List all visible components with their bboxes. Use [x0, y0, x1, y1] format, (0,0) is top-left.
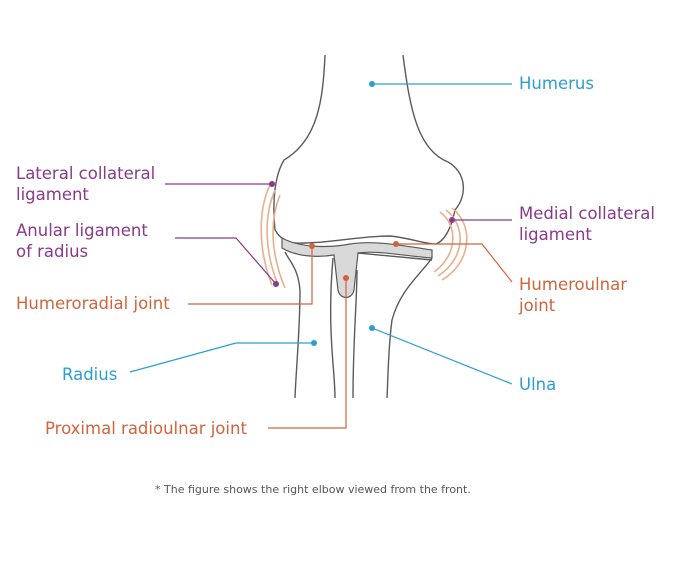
medial-collateral-dot	[449, 217, 455, 223]
humerus-dot	[369, 81, 375, 87]
ulna-bone	[352, 252, 433, 399]
humeroulnar-leader	[396, 243, 513, 283]
label-medial-collateral-line2: ligament	[519, 225, 592, 244]
label-lateral-collateral-ligament: Lateral collateral ligament	[16, 163, 155, 205]
label-anular-ligament: Anular ligament of radius	[16, 220, 148, 262]
label-humeroulnar-joint: Humeroulnar joint	[519, 274, 627, 316]
label-ulna: Ulna	[519, 375, 557, 394]
ulna-leader	[371, 327, 513, 385]
proximal-radioulnar-leader	[268, 278, 347, 429]
joint-cartilage	[281, 236, 433, 299]
label-humerus: Humerus	[519, 74, 594, 93]
lateral-collateral-dot	[269, 181, 275, 187]
radius-leader	[129, 342, 237, 373]
lateral-collateral-ligament	[260, 184, 286, 289]
label-anular-line2: of radius	[16, 242, 89, 261]
humerus-bone	[273, 54, 464, 231]
label-humeroulnar-line1: Humeroulnar	[519, 275, 627, 294]
ulna-dot	[369, 325, 375, 331]
radius-dot	[311, 340, 317, 346]
proximal-radioulnar-dot	[343, 275, 349, 281]
label-humeroulnar-line2: joint	[519, 296, 556, 315]
humeroradial-leader	[188, 246, 313, 305]
humeroradial-dot	[309, 243, 315, 249]
humeroulnar-dot	[393, 241, 399, 247]
label-medial-collateral-ligament: Medial collateral ligament	[519, 203, 655, 245]
label-radius: Radius	[62, 365, 118, 384]
label-humeroradial-joint: Humeroradial joint	[16, 294, 170, 313]
label-lateral-collateral-line1: Lateral collateral	[16, 164, 156, 183]
radius-bone	[284, 251, 336, 399]
label-lateral-collateral-line2: ligament	[16, 185, 89, 204]
label-medial-collateral-line1: Medial collateral	[519, 204, 655, 223]
anular-ligament-dot	[273, 281, 279, 287]
label-proximal-radioulnar-joint: Proximal radioulnar joint	[45, 419, 247, 438]
anular-ligament-leader	[175, 237, 277, 285]
footnote: * The figure shows the right elbow viewe…	[155, 483, 471, 496]
label-anular-line1: Anular ligament	[16, 221, 148, 240]
humerus-condyles	[274, 209, 456, 245]
